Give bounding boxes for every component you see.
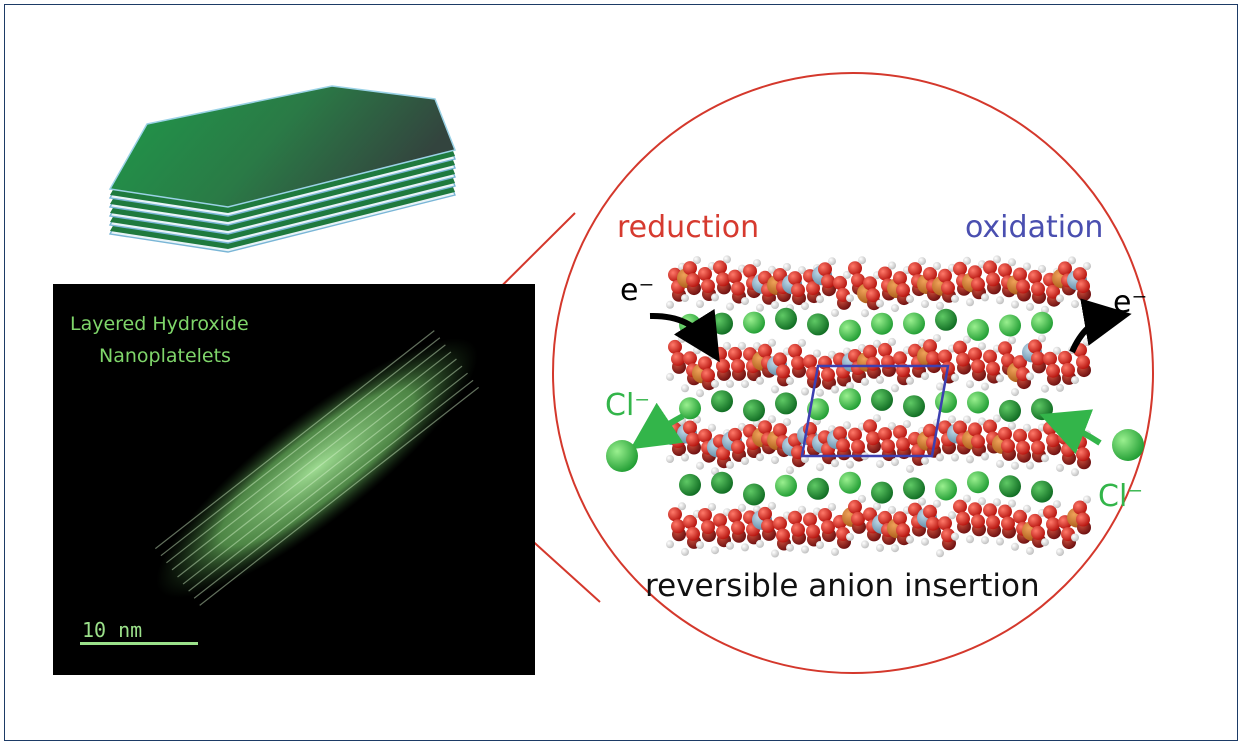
electron-out-label: e⁻ [1113,285,1147,320]
tem-title-line2: Nanoplatelets [99,345,231,367]
platelet-stack-icon [108,85,457,253]
chloride-ion-left [606,440,638,472]
scale-bar [80,642,198,645]
chloride-left-label: Cl⁻ [605,388,650,423]
unit-cell [800,364,950,458]
chloride-out-arrow [630,402,685,450]
caption: reversible anion insertion [645,568,1040,604]
electron-out-arrow [1069,298,1132,354]
reduction-label: reduction [617,210,759,245]
tem-title-line1: Layered Hydroxide [70,313,249,335]
chloride-ion-right [1112,429,1144,461]
electron-in-label: e⁻ [620,273,654,308]
figure-frame [4,4,1238,741]
zoom-circle [552,72,1154,674]
chloride-in-arrow [1039,409,1102,455]
crystal-structure [662,255,1091,558]
electron-in-arrow [649,308,720,363]
chloride-right-label: Cl⁻ [1098,479,1143,514]
scale-bar-label: 10 nm [82,618,142,642]
tem-image: Layered Hydroxide Nanoplatelets 10 nm [53,284,535,675]
oxidation-label: oxidation [965,210,1103,245]
